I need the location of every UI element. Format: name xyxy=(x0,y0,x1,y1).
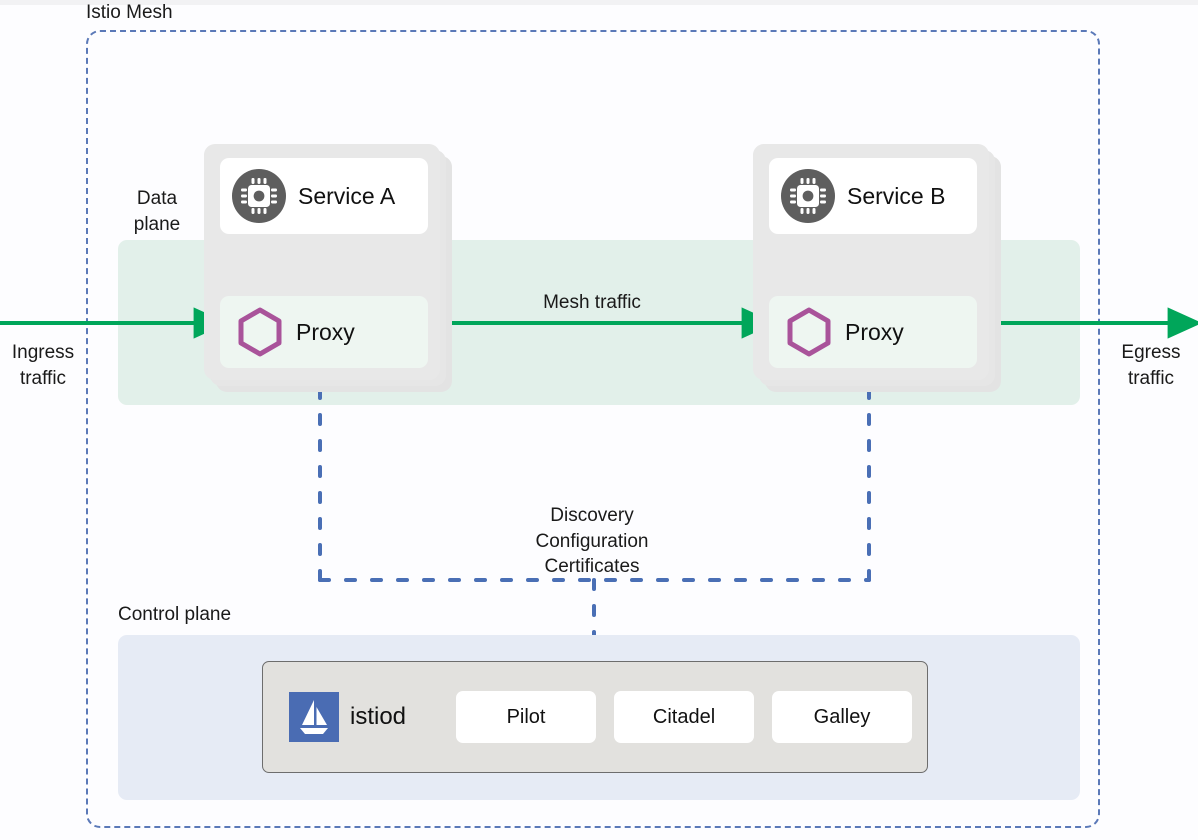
istio-sailboat-logo-icon xyxy=(289,692,339,742)
cpu-chip-icon xyxy=(232,169,286,223)
data-plane-label-line1: Data xyxy=(136,188,178,209)
proxy-b-box[interactable]: Proxy xyxy=(769,296,977,368)
component-pilot[interactable]: Pilot xyxy=(456,691,597,743)
ingress-label-line1: Ingress xyxy=(11,342,75,363)
service-b-box[interactable]: Service B xyxy=(769,158,977,234)
hexagon-icon xyxy=(787,307,831,357)
control-plane-label: Control plane xyxy=(118,604,232,625)
service-b-label: Service B xyxy=(847,182,946,209)
top-strip xyxy=(0,0,1198,5)
ingress-traffic-label: Ingress traffic xyxy=(0,340,86,392)
discovery-line-2: Configuration xyxy=(535,530,649,552)
proxy-a-box[interactable]: Proxy xyxy=(220,296,428,368)
data-plane-label: Data plane xyxy=(118,186,196,238)
discovery-line-1: Discovery xyxy=(550,505,634,526)
istio-mesh-boundary xyxy=(86,30,1100,828)
egress-traffic-label: Egress traffic xyxy=(1106,340,1196,392)
component-citadel[interactable]: Citadel xyxy=(614,691,755,743)
egress-label-line2: traffic xyxy=(1127,368,1175,389)
component-galley[interactable]: Galley xyxy=(772,691,913,743)
mesh-traffic-label: Mesh traffic xyxy=(543,292,641,313)
hexagon-icon xyxy=(238,307,282,357)
istiod-label: istiod xyxy=(350,703,407,730)
istiod-container[interactable]: istiod Pilot Citadel Galley xyxy=(262,661,928,773)
istiod-brand: istiod xyxy=(289,692,406,742)
ingress-label-line2: traffic xyxy=(19,368,67,389)
istio-mesh-label: Istio Mesh xyxy=(86,2,173,23)
proxy-b-label: Proxy xyxy=(845,318,904,345)
data-plane-label-line2: plane xyxy=(133,214,181,235)
cpu-chip-icon xyxy=(781,169,835,223)
discovery-line-3: Certificates xyxy=(544,556,640,577)
egress-label-line1: Egress xyxy=(1121,342,1181,363)
service-a-label: Service A xyxy=(298,182,396,209)
service-a-box[interactable]: Service A xyxy=(220,158,428,234)
proxy-a-label: Proxy xyxy=(296,318,355,345)
discovery-config-certs-label: Discovery Configuration Certificates xyxy=(480,503,704,580)
